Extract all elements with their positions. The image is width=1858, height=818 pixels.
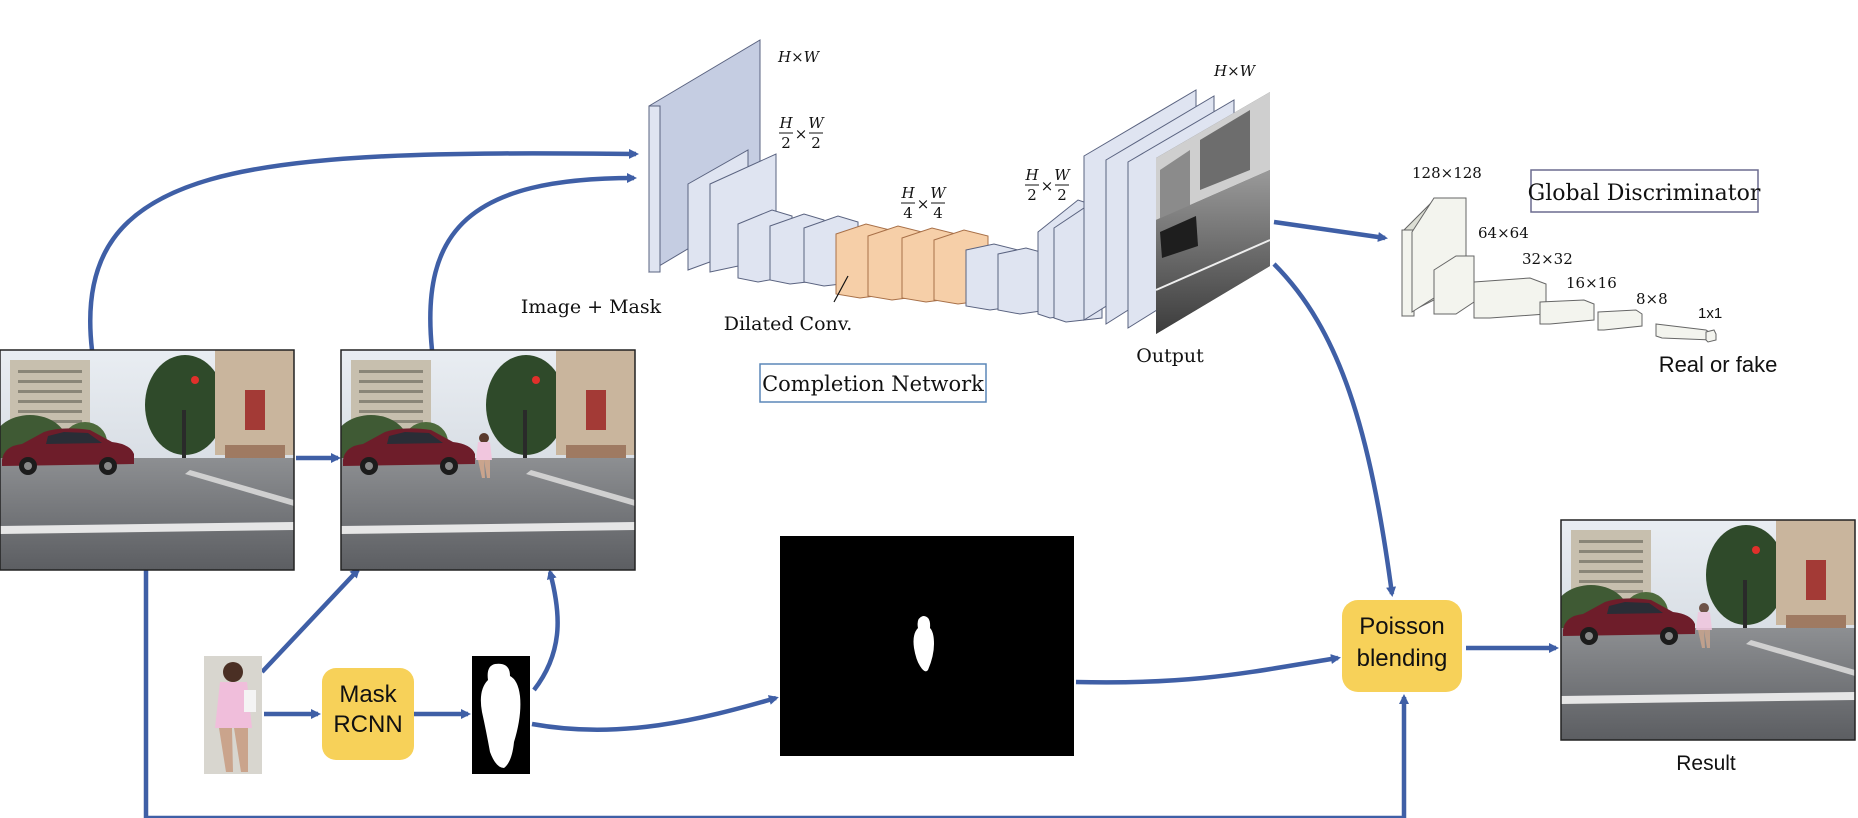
mask-rcnn-line1: Mask	[339, 681, 397, 708]
arrow-output-to-discriminator	[1273, 219, 1388, 242]
dim-16: 16×16	[1566, 274, 1617, 292]
arrow-mask-to-fullmask	[531, 695, 779, 733]
arrow-input-to-poisson-bottom	[143, 570, 1404, 818]
dim-hw-top: H×W	[777, 48, 821, 66]
svg-text:×: ×	[795, 125, 808, 143]
global-discriminator-label: Global Discriminator	[1528, 181, 1761, 206]
dim-1x1: 1x1	[1698, 305, 1722, 322]
poisson-line2: blending	[1357, 645, 1448, 672]
full-mask	[780, 536, 1074, 756]
poisson-line1: Poisson	[1359, 613, 1444, 640]
output-label: Output	[1136, 345, 1204, 367]
svg-text:W: W	[1054, 166, 1071, 184]
result-image	[1561, 520, 1855, 740]
poisson-blending-box: Poisson blending	[1342, 600, 1462, 692]
svg-text:2: 2	[1027, 186, 1037, 204]
dim-hw-output: H×W	[1213, 62, 1257, 80]
svg-text:W: W	[808, 114, 825, 132]
svg-text:H: H	[900, 184, 915, 202]
dim-32: 32×32	[1522, 250, 1573, 268]
dim-128: 128×128	[1412, 164, 1482, 182]
output-image	[1155, 92, 1271, 334]
completion-network-frame	[759, 363, 987, 403]
mask-rcnn-box: Mask RCNN	[322, 668, 414, 760]
arrow-mask-to-composite	[532, 569, 560, 692]
fraction-half-decoder: H 2 × W 2	[1024, 166, 1071, 204]
person-mask	[472, 656, 530, 774]
dilated-conv-label: Dilated Conv.	[724, 313, 853, 335]
fraction-quarter: H 4 × W 4	[900, 184, 947, 222]
completion-network-label: Completion Network	[762, 372, 984, 396]
arrow-output-to-poisson	[1272, 262, 1397, 597]
svg-text:2: 2	[1057, 186, 1067, 204]
connection-arrows	[88, 148, 1559, 818]
svg-text:W: W	[930, 184, 947, 202]
global-discriminator-frame	[1530, 169, 1759, 213]
composite-image	[341, 350, 635, 570]
svg-text:×: ×	[1041, 177, 1054, 195]
arrow-composite-to-network	[428, 173, 637, 351]
dim-64: 64×64	[1478, 224, 1529, 242]
image-mask-label: Image + Mask	[521, 296, 662, 318]
svg-text:H: H	[1024, 166, 1039, 184]
mask-rcnn-line2: RCNN	[333, 711, 402, 738]
arrow-person-to-composite	[260, 567, 361, 674]
svg-text:H: H	[778, 114, 793, 132]
arrow-fullmask-to-poisson	[1075, 654, 1341, 685]
fraction-half-top: H 2 × W 2	[778, 114, 825, 152]
svg-text:4: 4	[933, 204, 943, 222]
global-discriminator	[1401, 197, 1717, 343]
real-or-fake-label: Real or fake	[1659, 352, 1778, 377]
svg-text:2: 2	[811, 134, 821, 152]
svg-text:×: ×	[917, 195, 930, 213]
arrow-input-to-network-top	[88, 148, 639, 351]
svg-text:2: 2	[781, 134, 791, 152]
person-crop	[204, 656, 262, 774]
svg-text:4: 4	[903, 204, 913, 222]
dim-8: 8×8	[1636, 290, 1668, 308]
result-label: Result	[1676, 752, 1736, 775]
input-image	[0, 350, 294, 570]
